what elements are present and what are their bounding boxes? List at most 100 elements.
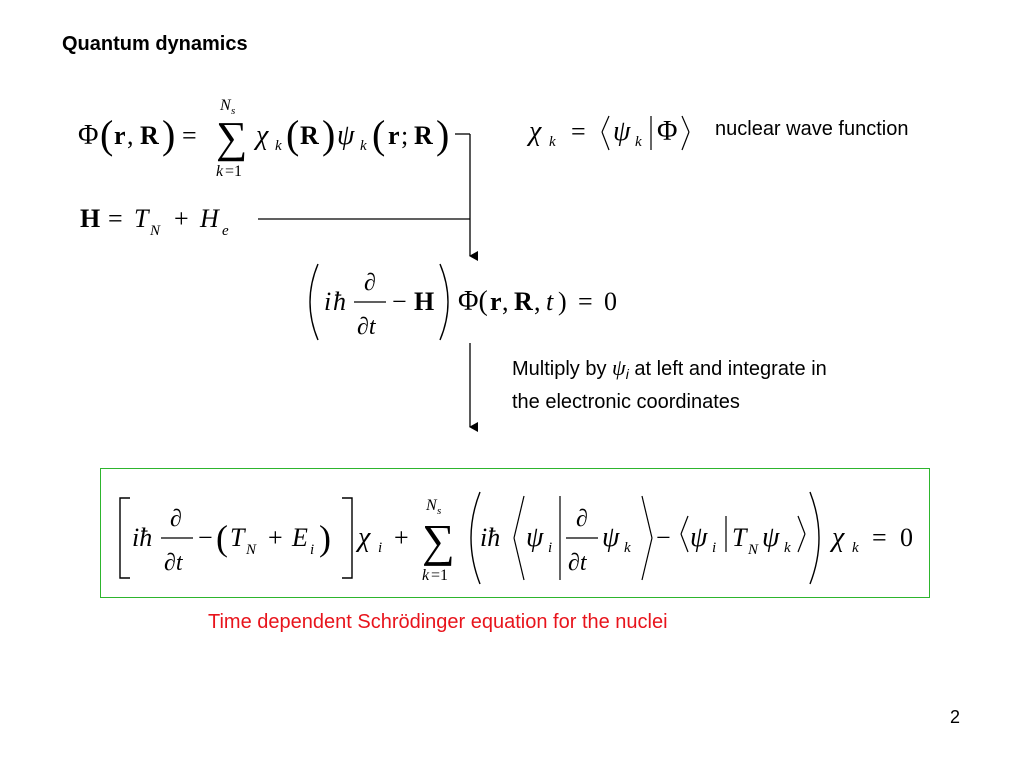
svg-text:N: N xyxy=(747,542,759,558)
svg-text:N: N xyxy=(219,97,232,114)
svg-text:k: k xyxy=(635,134,642,150)
svg-text:+: + xyxy=(268,523,283,552)
svg-text:ψ: ψ xyxy=(337,120,355,151)
svg-text:i: i xyxy=(548,540,552,556)
svg-text:=1: =1 xyxy=(431,567,448,584)
svg-text:t: t xyxy=(546,287,554,316)
svg-text:i: i xyxy=(310,542,314,558)
svg-text:E: E xyxy=(291,523,308,552)
psi-symbol: ψ xyxy=(612,355,626,380)
svg-text:N: N xyxy=(245,542,257,558)
svg-text:ħ: ħ xyxy=(333,287,346,316)
svg-text:iħ: iħ xyxy=(132,523,152,552)
svg-text:k: k xyxy=(216,163,224,180)
nuclear-wave-function-label: nuclear wave function xyxy=(715,118,909,140)
svg-text:χ: χ xyxy=(253,120,269,151)
svg-text:s: s xyxy=(231,105,235,117)
svg-text:T: T xyxy=(230,523,246,552)
svg-text:r: r xyxy=(490,287,502,316)
svg-text:+: + xyxy=(394,523,409,552)
svg-text:∂: ∂ xyxy=(576,506,588,532)
svg-text:r: r xyxy=(114,121,126,150)
svg-text:iħ: iħ xyxy=(480,523,500,552)
svg-text:k: k xyxy=(784,540,791,556)
svg-text:T: T xyxy=(732,523,748,552)
multiply-prefix: Multiply by xyxy=(512,358,607,380)
svg-text:Φ: Φ xyxy=(78,120,98,151)
svg-text:χ: χ xyxy=(829,522,845,553)
svg-text:T: T xyxy=(134,204,150,233)
svg-text:=: = xyxy=(872,523,887,552)
svg-text:∂: ∂ xyxy=(364,270,376,296)
svg-text:∑: ∑ xyxy=(422,515,455,566)
svg-text:): ) xyxy=(162,112,175,157)
svg-text:+: + xyxy=(174,204,189,233)
svg-text:=: = xyxy=(578,287,593,316)
svg-text:): ) xyxy=(319,518,331,558)
nuclear-equation-box xyxy=(100,468,930,598)
svg-text:N: N xyxy=(149,223,161,239)
svg-text:∂t: ∂t xyxy=(357,314,377,340)
svg-text:ψ: ψ xyxy=(602,522,620,553)
svg-text:k: k xyxy=(360,138,367,154)
svg-text:k: k xyxy=(422,567,430,584)
nuclear-schrodinger-equation: iħ ∂ ∂t − ( T N + E i ) χ i + N s ∑ k =1… xyxy=(119,491,913,585)
svg-text:0: 0 xyxy=(604,287,617,316)
wavefunction-expansion-equation: Φ ( r , R ) = N s ∑ k =1 χ k ( R ) ψ k (… xyxy=(78,97,449,180)
svg-text:ψ: ψ xyxy=(613,116,631,147)
svg-text:i: i xyxy=(712,540,716,556)
svg-text:(: ( xyxy=(372,112,385,157)
svg-text:R: R xyxy=(414,121,433,150)
svg-text:H: H xyxy=(414,287,434,316)
svg-text:k: k xyxy=(852,540,859,556)
svg-text:=: = xyxy=(571,117,586,146)
multiply-line2: the electronic coordinates xyxy=(512,391,740,413)
svg-text:): ) xyxy=(558,287,567,316)
svg-text:i: i xyxy=(378,540,382,556)
svg-text:−: − xyxy=(656,523,671,552)
svg-text:H: H xyxy=(80,204,100,233)
multiply-line1-suffix: at left and integrate in xyxy=(634,358,827,380)
svg-text:i: i xyxy=(324,287,331,316)
svg-text:(: ( xyxy=(286,112,299,157)
svg-text:k: k xyxy=(624,540,631,556)
svg-text:∂t: ∂t xyxy=(164,550,184,576)
svg-text:ψ: ψ xyxy=(526,522,544,553)
svg-text:∑: ∑ xyxy=(216,113,247,162)
svg-text:k: k xyxy=(275,138,282,154)
svg-text:s: s xyxy=(437,505,441,517)
svg-text:H: H xyxy=(199,204,220,233)
svg-text:−: − xyxy=(198,523,213,552)
page-number: 2 xyxy=(949,707,960,727)
svg-text:χ: χ xyxy=(355,522,371,553)
svg-text:): ) xyxy=(322,112,335,157)
svg-text:ψ: ψ xyxy=(690,522,708,553)
schrodinger-equation: i ħ ∂ ∂t − H Φ( r , R , t ) = 0 xyxy=(309,263,617,341)
svg-text:ψ: ψ xyxy=(762,522,780,553)
svg-text:(: ( xyxy=(100,112,113,157)
svg-text:(: ( xyxy=(216,518,228,558)
hamiltonian-equation: H = T N + H e xyxy=(80,204,229,239)
svg-text:): ) xyxy=(436,112,449,157)
svg-text:∂: ∂ xyxy=(170,506,182,532)
equation-caption: Time dependent Schrödinger equation for … xyxy=(208,611,668,633)
svg-text:R: R xyxy=(300,121,319,150)
svg-text:r: r xyxy=(388,121,400,150)
svg-text:0: 0 xyxy=(900,523,913,552)
svg-text:e: e xyxy=(222,223,229,239)
svg-text:−: − xyxy=(392,287,407,316)
svg-text:k: k xyxy=(549,134,556,150)
svg-text:Φ(: Φ( xyxy=(458,286,488,317)
svg-text:∂t: ∂t xyxy=(568,550,588,576)
svg-text:,: , xyxy=(502,287,509,316)
svg-text:Φ: Φ xyxy=(657,116,677,147)
svg-text:χ: χ xyxy=(526,116,542,147)
svg-text:=: = xyxy=(108,204,123,233)
svg-text:N: N xyxy=(425,497,438,514)
svg-text:=: = xyxy=(182,121,197,150)
slide-title: Quantum dynamics xyxy=(62,33,248,55)
svg-text:;: ; xyxy=(401,121,408,150)
svg-text:=1: =1 xyxy=(225,163,242,180)
svg-text:,: , xyxy=(127,121,134,150)
